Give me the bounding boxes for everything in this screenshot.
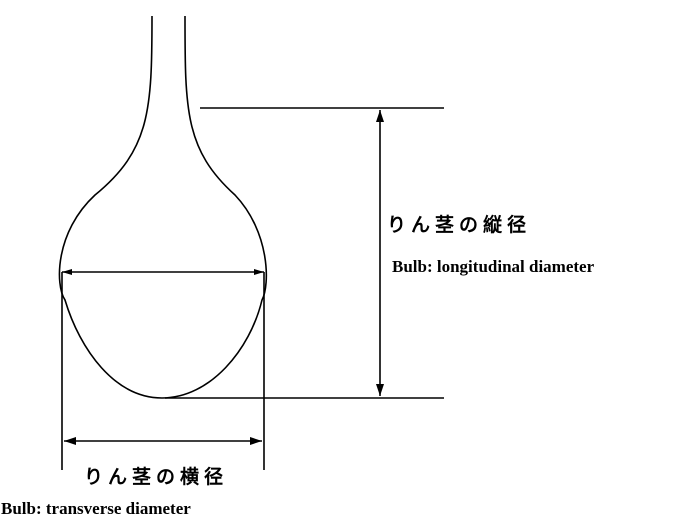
transverse-label-jp: りん茎の横径 [84, 466, 229, 488]
bulb-outline [58, 15, 268, 399]
arrowhead-right [250, 437, 262, 445]
arrowhead-bottom [376, 384, 384, 396]
longitudinal-label-en: Bulb: longitudinal diameter [392, 257, 595, 276]
arrowhead-inner-right [254, 269, 264, 275]
longitudinal-label-jp: りん茎の縦径 [387, 214, 532, 236]
arrowhead-left [64, 437, 76, 445]
arrowhead-inner-left [62, 269, 72, 275]
arrowhead-top [376, 110, 384, 122]
transverse-label-en: Bulb: transverse diameter [1, 499, 191, 518]
